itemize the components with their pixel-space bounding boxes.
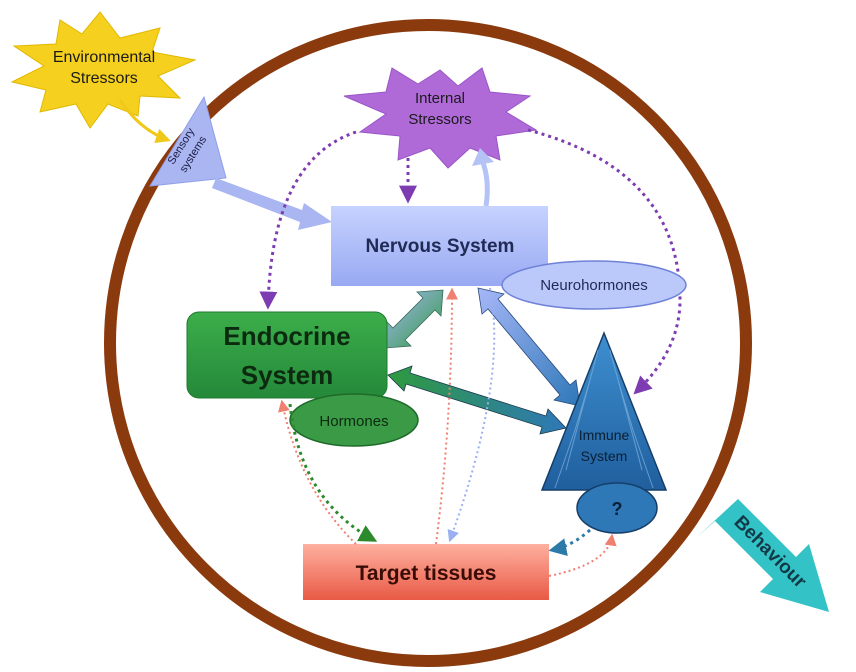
unknown-to-target-arrow — [548, 528, 591, 556]
nervous-endocrine-double-arrow — [384, 289, 444, 349]
internal-stressors-label-2: Stressors — [408, 111, 471, 128]
target-tissues-label: Target tissues — [356, 562, 497, 585]
endocrine-system-label-1: Endocrine — [223, 321, 350, 351]
internal-stressors-node: Internal Stressors — [343, 67, 538, 169]
nervous-to-target-arrow — [447, 287, 496, 543]
target-to-unknown-arrow — [548, 533, 617, 577]
immune-system-label-2: System — [581, 448, 628, 464]
organism-ring — [104, 19, 752, 667]
hormones-node: Hormones — [289, 393, 419, 447]
target-to-nervous-arrow — [435, 287, 458, 545]
internal-to-immune-arrow — [527, 128, 682, 395]
environmental-stressors-label-2: Stressors — [70, 70, 138, 87]
internal-stressors-label-1: Internal — [415, 90, 465, 107]
sensory-to-nervous-arrow — [212, 178, 332, 230]
endocrine-system-label-2: System — [241, 360, 334, 390]
behaviour-label: Behaviour — [730, 512, 811, 593]
immune-system-node: Immune System — [540, 330, 668, 491]
behaviour-arrow: Behaviour — [696, 499, 829, 612]
internal-to-endocrine-arrow — [259, 130, 357, 310]
nervous-system-label: Nervous System — [366, 236, 515, 257]
hormones-to-target-arrow — [288, 403, 378, 542]
nervous-system-node: Nervous System — [331, 206, 548, 286]
environmental-stressors-node: Environmental Stressors — [10, 11, 197, 129]
unknown-label: ? — [612, 499, 623, 519]
hormones-label: Hormones — [319, 413, 388, 430]
immune-system-label-1: Immune — [579, 427, 630, 443]
target-tissues-node: Target tissues — [303, 544, 549, 600]
env-to-sensory-arrow — [118, 99, 171, 144]
unknown-node: ? — [576, 482, 658, 534]
neurohormones-label: Neurohormones — [540, 277, 648, 294]
sensory-systems-node: Sensory systems — [149, 95, 227, 187]
neurohormones-node: Neurohormones — [501, 260, 687, 310]
nervous-to-internal-arrow — [472, 148, 494, 207]
endocrine-system-node: Endocrine System — [186, 311, 388, 399]
environmental-stressors-label-1: Environmental — [53, 49, 155, 66]
